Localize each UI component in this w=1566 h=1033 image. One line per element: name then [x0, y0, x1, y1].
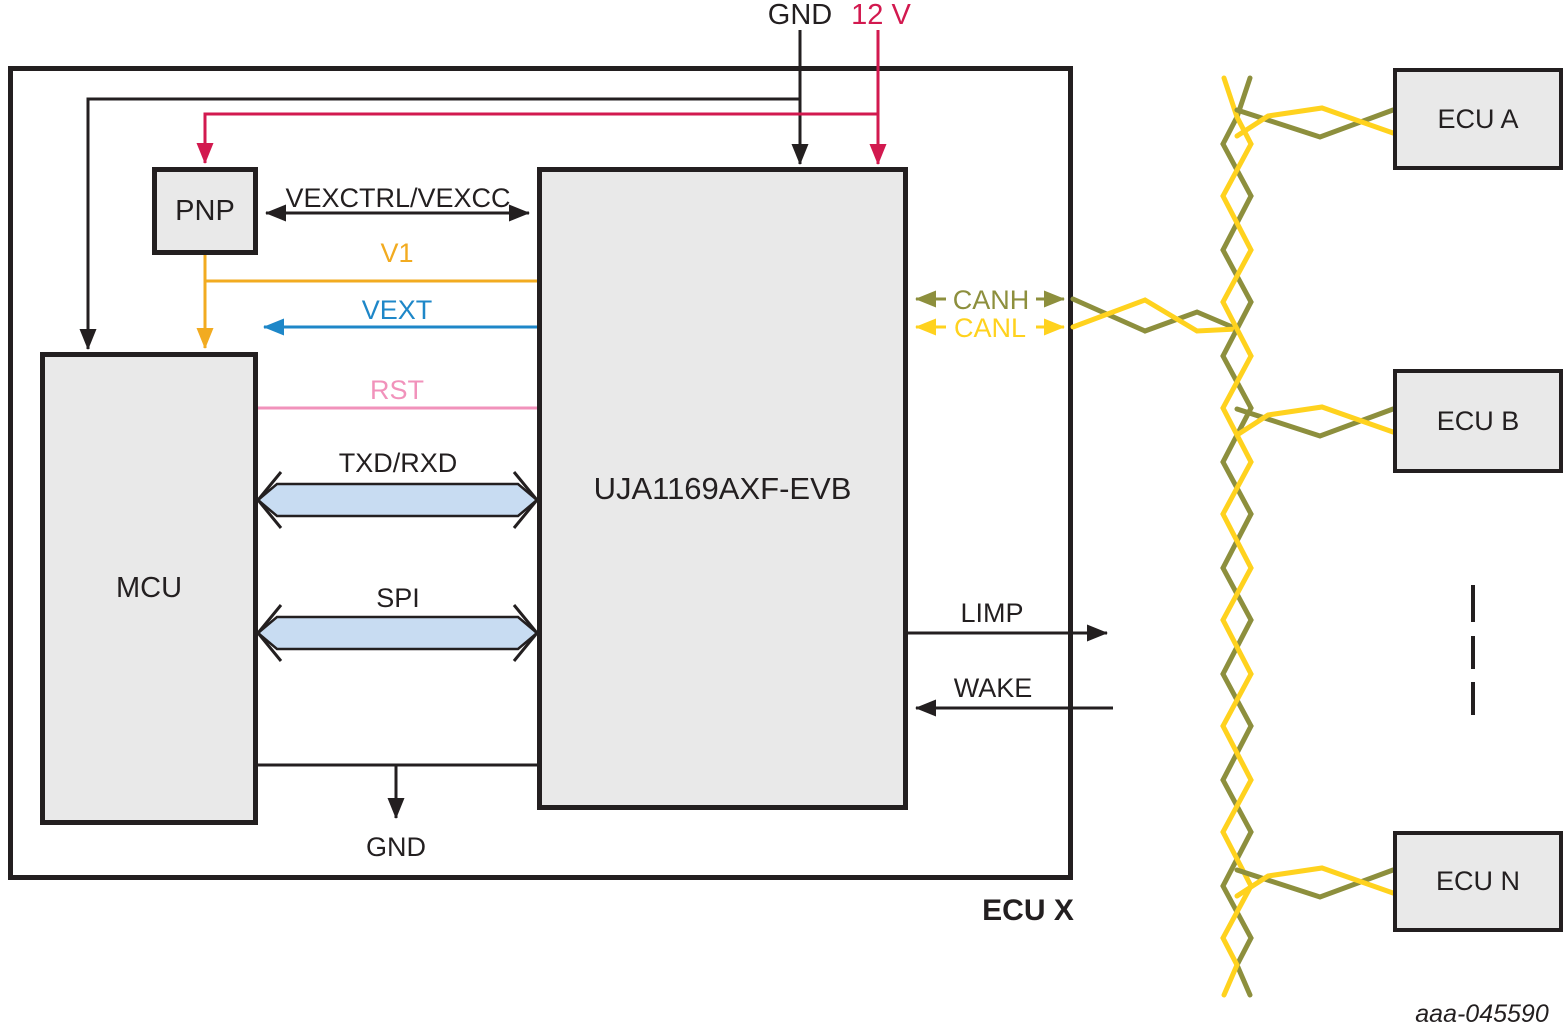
canl-label: CANL: [953, 313, 1027, 343]
v1-label: V1: [380, 238, 414, 268]
can-branch-ecu-n: [1234, 865, 1396, 900]
can-branch-ecu-a: [1234, 105, 1396, 140]
gnd-bottom-label: GND: [366, 832, 426, 862]
mcu-block: MCU: [40, 352, 258, 825]
vext-label: VEXT: [361, 295, 433, 325]
spi-label: SPI: [376, 583, 420, 613]
rst-label: RST: [370, 375, 424, 405]
ecu-n-label: ECU N: [1435, 866, 1520, 896]
gnd-to-mcu-line: [79, 97, 800, 350]
pnp-block: PNP: [152, 167, 258, 255]
ecu-a-block: ECU A: [1393, 68, 1563, 170]
txd-rxd-label: TXD/RXD: [338, 448, 458, 478]
limp-label: LIMP: [960, 598, 1024, 628]
can-twisted-pair-horizontal: [1070, 296, 1240, 334]
gnd-top-label: GND: [767, 0, 833, 31]
v12-label: 12 V: [851, 0, 911, 31]
ecu-b-label: ECU B: [1436, 405, 1520, 436]
figure-id: aaa-045590: [1415, 1000, 1549, 1028]
transceiver-block: UJA1169AXF-EVB: [537, 167, 908, 810]
wake-label: WAKE: [953, 673, 1033, 703]
pnp-label: PNP: [175, 194, 235, 227]
txd-rxd-block-arrow: [256, 471, 539, 529]
v12-to-pnp-line: [196, 112, 878, 164]
ecu-b-block: ECU B: [1393, 369, 1563, 473]
can-bus-vertical: [1220, 75, 1254, 998]
ecu-x-label: ECU X: [982, 894, 1074, 927]
mcu-label: MCU: [115, 572, 183, 604]
transceiver-label: UJA1169AXF-EVB: [593, 470, 852, 506]
canh-label: CANH: [952, 285, 1030, 315]
can-branch-ecu-b: [1234, 404, 1396, 439]
ecu-n-block: ECU N: [1393, 831, 1563, 932]
vexctrl-label: VEXCTRL/VEXCC: [285, 183, 511, 213]
ecu-a-label: ECU A: [1437, 103, 1519, 134]
